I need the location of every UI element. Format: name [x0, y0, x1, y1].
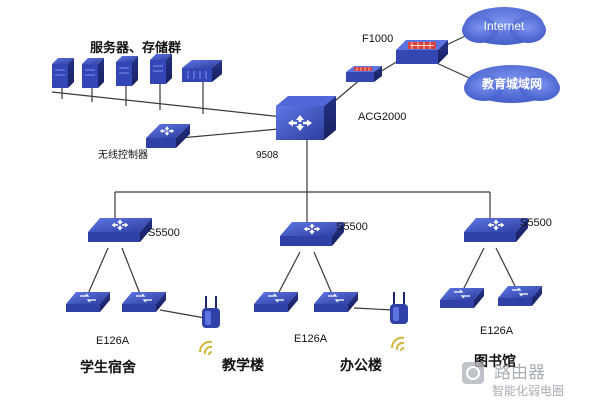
wifi-signal-icon [390, 336, 405, 352]
access-switch-mid-1 [254, 292, 298, 312]
access-switch-right-1 [440, 288, 484, 308]
f1000-label: F1000 [362, 33, 393, 45]
access-switch-left-2 [122, 292, 166, 312]
core-9508-label: 9508 [256, 150, 279, 161]
wireless-controller-device [146, 124, 190, 148]
wireless-controller-label: 无线控制器 [98, 148, 148, 161]
s5500-left-label: S5500 [148, 227, 180, 239]
e126a-mid-label: E126A [294, 333, 328, 345]
access-switch-right-2 [498, 286, 542, 306]
server-bus-line [51, 91, 293, 119]
acg2000-device [346, 66, 382, 82]
watermark-line-2: 智能化弱电圈 [492, 383, 564, 398]
edu-network-label: 教育城域网 [481, 76, 542, 91]
server-rack-4 [150, 54, 172, 84]
mid-ap2-to-antenna-line [353, 307, 394, 311]
connection-lines [51, 29, 517, 319]
internet-cloud [462, 7, 546, 45]
right-to-ap2-line [495, 247, 517, 289]
wifi-signal-icon [198, 340, 213, 356]
e126a-left-label: E126A [96, 335, 130, 347]
left-to-ap1-line [87, 247, 109, 295]
edu-network-cloud [464, 65, 560, 103]
s5500-mid-label: S5500 [336, 221, 368, 233]
s5500-switch-mid [280, 222, 344, 246]
core-to-controller-line [179, 127, 291, 139]
wireless-ap-mid [390, 292, 408, 324]
server-group-label: 服务器、存储群 [90, 40, 181, 55]
storage-array [182, 60, 222, 82]
mid-to-ap1-line [277, 251, 301, 295]
watermark-logo-icon [462, 362, 484, 384]
s5500-right-label: S5500 [520, 217, 552, 229]
left-ap2-to-antenna-line [159, 309, 206, 319]
mid-to-ap2-line [313, 251, 333, 295]
server-rack-3 [116, 56, 138, 86]
server-rack-2 [82, 58, 104, 88]
library-label: 图书馆 [474, 353, 516, 369]
e126a-right-label: E126A [480, 325, 514, 337]
left-to-ap2-line [121, 247, 141, 295]
teaching-building-label: 教学楼 [222, 357, 264, 373]
s5500-switch-right [464, 218, 528, 242]
dormitory-label: 学生宿舍 [80, 359, 137, 375]
access-switch-left-1 [66, 292, 110, 312]
watermark-line-1: 路由器 [494, 363, 545, 383]
wireless-ap-left [202, 296, 220, 328]
s5500-switch-left [88, 218, 152, 242]
internet-label: Internet [484, 19, 525, 33]
acg2000-label: ACG2000 [358, 111, 406, 123]
office-building-label: 办公楼 [340, 357, 382, 373]
f1000-firewall [396, 40, 448, 64]
access-switch-mid-2 [314, 292, 358, 312]
core-switch-9508 [276, 96, 336, 140]
server-rack-1 [52, 58, 74, 88]
watermark: 路由器 智能化弱电圈 [462, 362, 564, 398]
right-to-ap1-line [461, 247, 485, 293]
